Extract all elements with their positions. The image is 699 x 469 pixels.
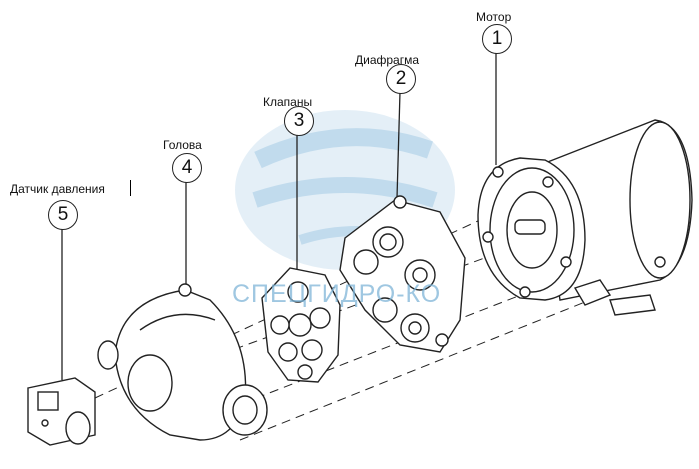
callout-number-5: 5 (48, 200, 78, 230)
pressure-sensor-part (27, 377, 96, 446)
leader-lines (61, 52, 497, 380)
label-diaphragm: Диафрагма (355, 53, 420, 67)
callout-number-1: 1 (482, 24, 512, 54)
label-motor: Мотор (476, 10, 512, 24)
diaphragm-part (339, 195, 466, 353)
callout-number-3: 3 (284, 106, 314, 136)
label-pressure-sensor: Датчик давления (10, 182, 105, 196)
motor-part (477, 119, 693, 316)
callout-number-2: 2 (386, 64, 416, 94)
valves-part (261, 267, 341, 383)
text-cursor (130, 180, 131, 196)
label-head: Голова (163, 138, 202, 152)
watermark-text: СПЕЦГИДРО-КО (232, 280, 442, 308)
callout-number-4: 4 (172, 153, 202, 183)
head-part (97, 283, 268, 441)
label-valves: Клапаны (263, 95, 313, 109)
